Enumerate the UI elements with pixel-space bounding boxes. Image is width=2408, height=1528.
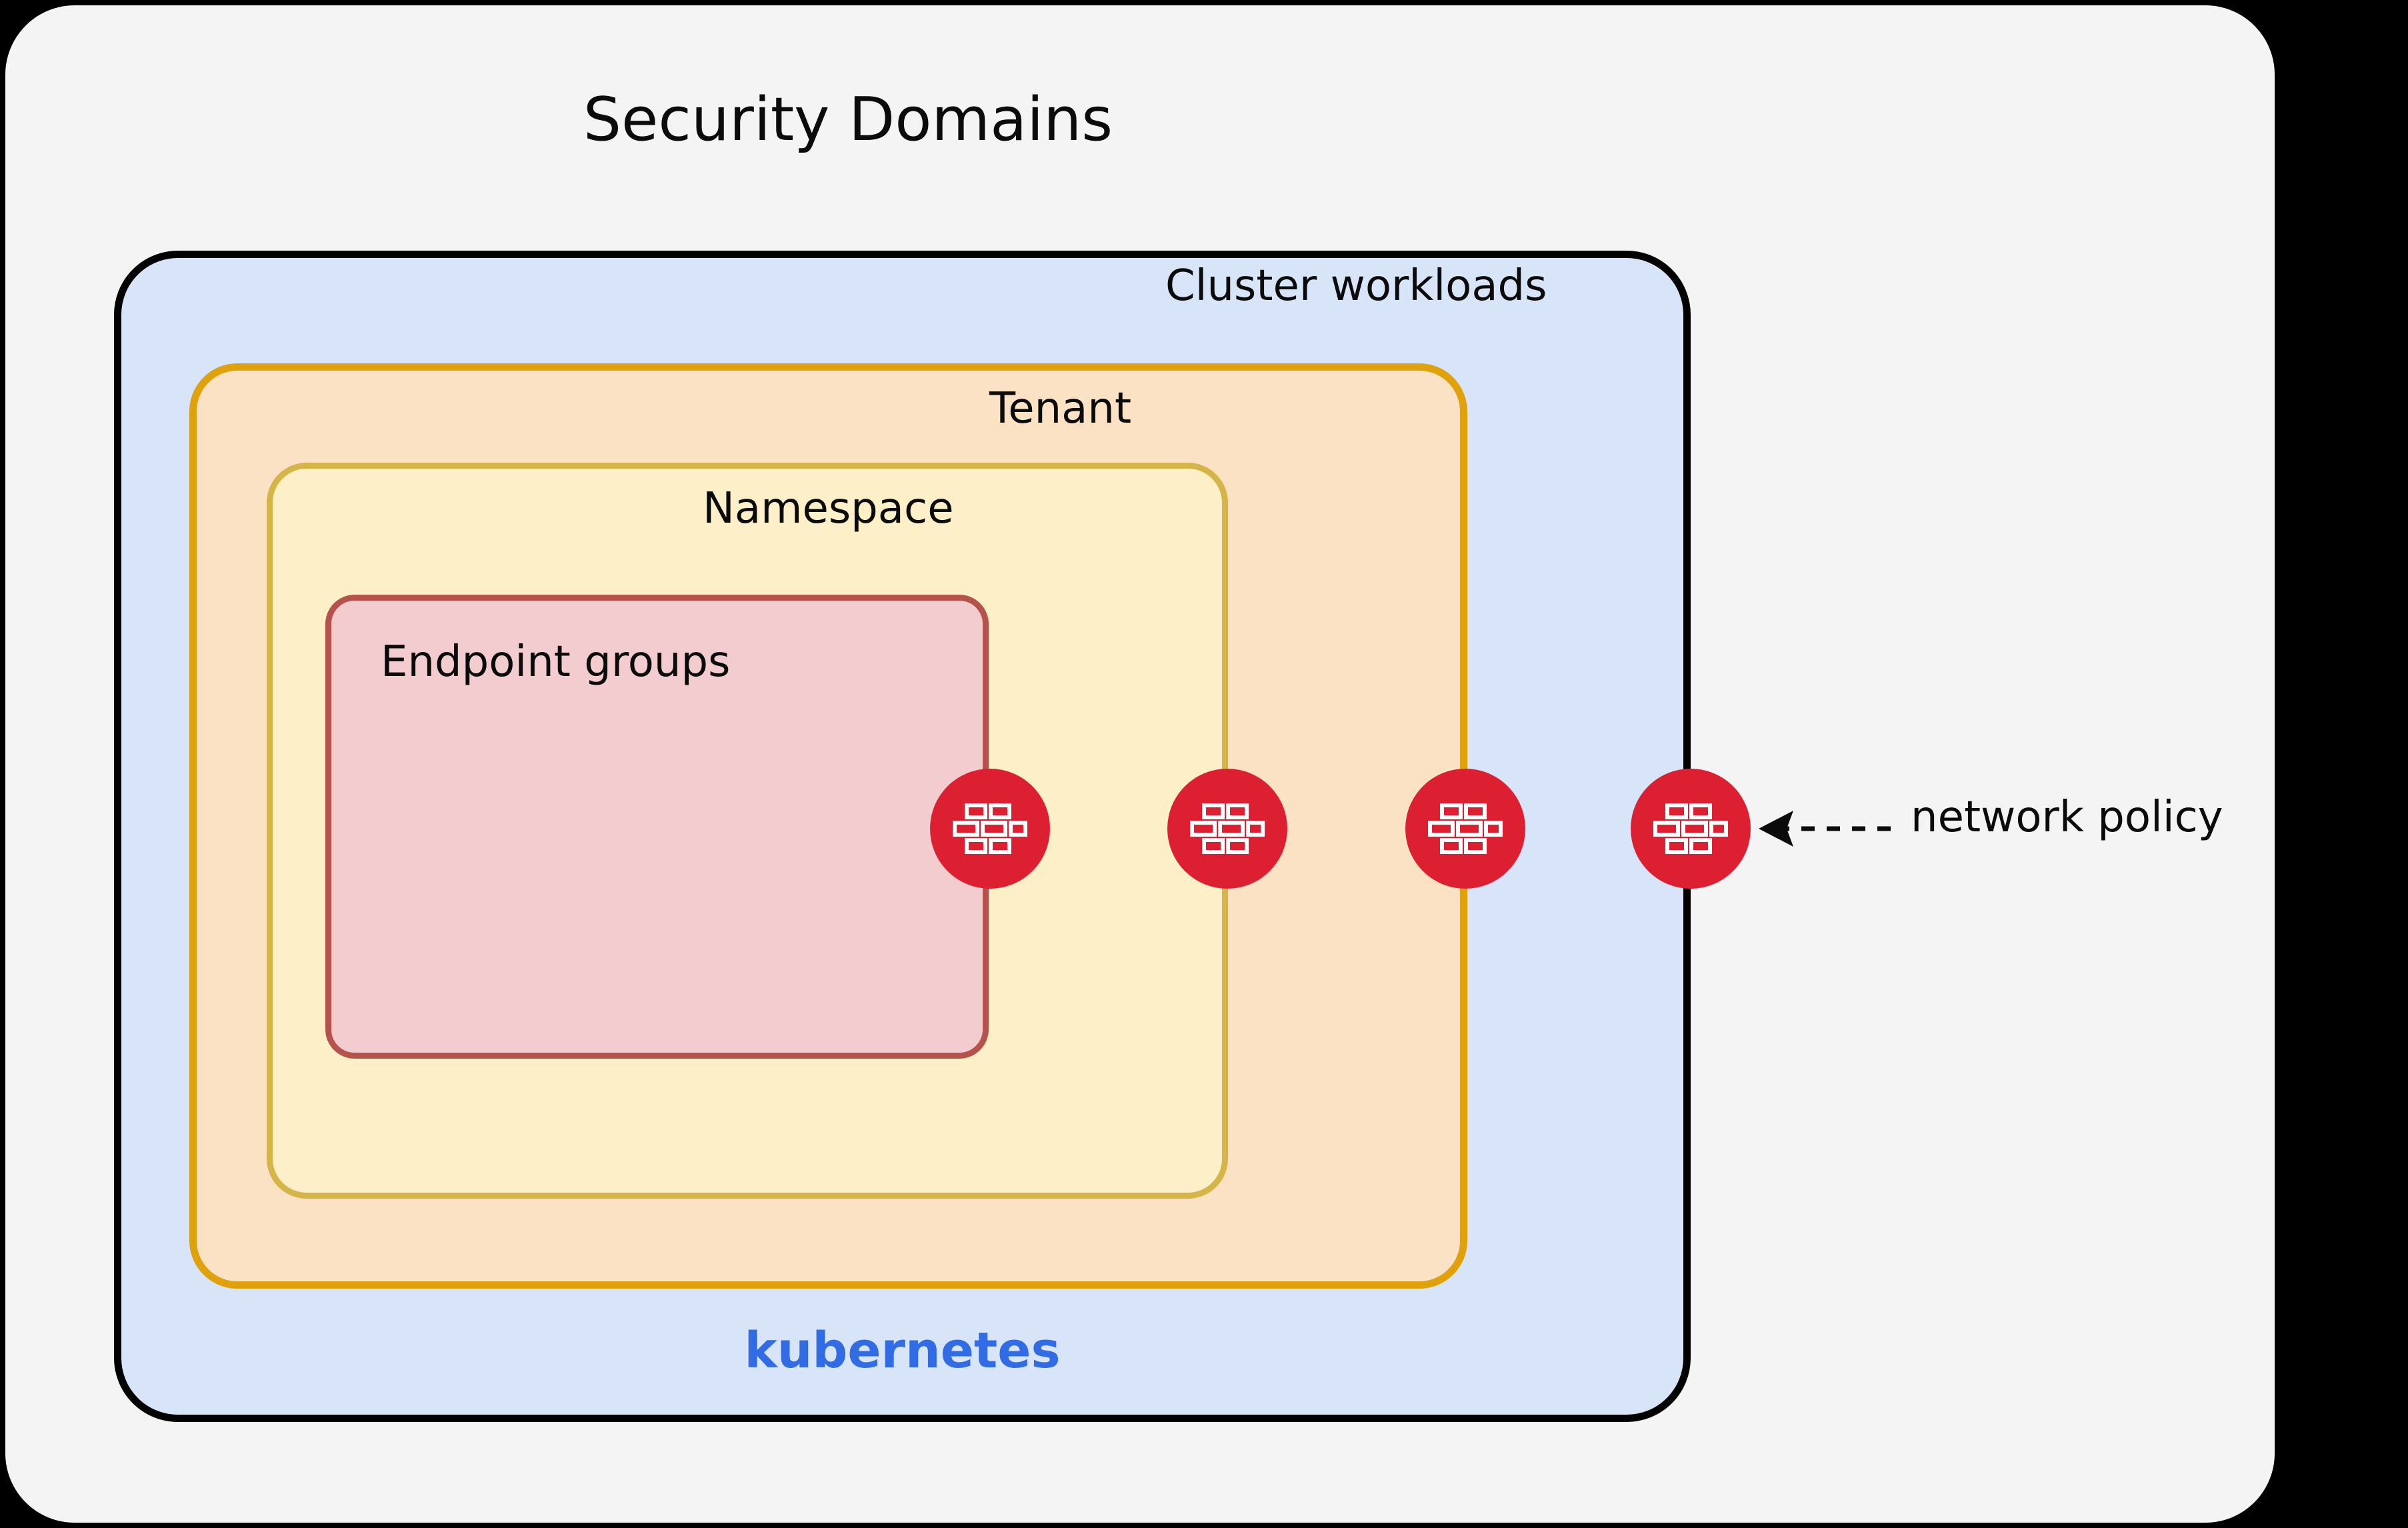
dashed-arrow-left-icon — [1752, 791, 1899, 867]
firewall-badge-tenant[interactable] — [1405, 769, 1525, 889]
firewall-badge-cluster-workloads[interactable] — [1631, 769, 1751, 889]
firewall-badge-endpoint-groups[interactable] — [930, 769, 1050, 889]
kubernetes-wordmark: kubernetes — [744, 1322, 1061, 1379]
domain-label-tenant: Tenant — [989, 384, 1132, 433]
domain-label-namespace: Namespace — [703, 484, 954, 533]
domain-label-endpoint-groups: Endpoint groups — [381, 637, 731, 687]
annotation-label-network-policy: network policy — [1911, 793, 2223, 842]
diagram-outer-card: Security Domains Cluster workloads Tenan… — [5, 5, 2275, 1523]
domain-label-cluster-workloads: Cluster workloads — [1165, 261, 1547, 311]
firewall-badge-namespace[interactable] — [1167, 769, 1287, 889]
page-title: Security Domains — [583, 85, 1113, 155]
